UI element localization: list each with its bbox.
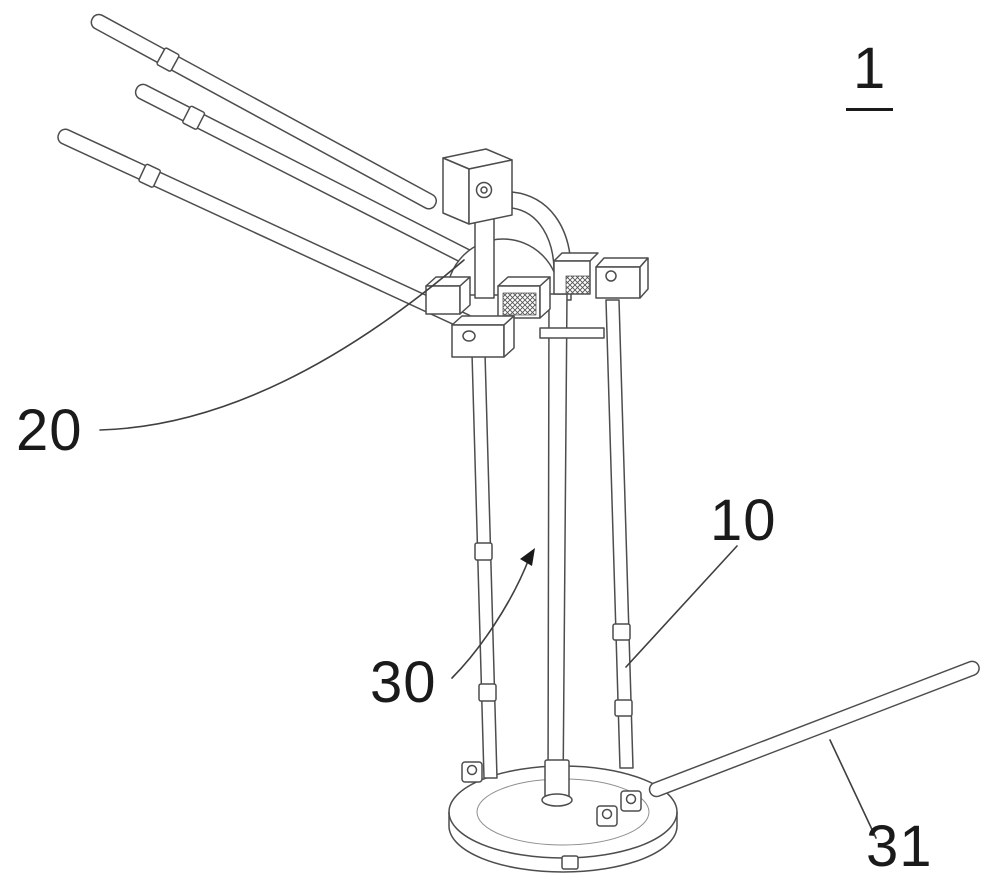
top-hinge-block [442,148,513,225]
pivot-link-bar [474,209,495,299]
base-lug-right [620,790,642,812]
clamp-block-lower-left [451,315,515,358]
side-rod [648,660,980,798]
rod-1-collar [156,47,180,72]
right-leg-joint-2 [614,699,633,717]
clamp-block-left-center [497,276,551,319]
part-label-10: 10 [710,488,777,553]
clamp-block-right [595,257,649,299]
rod-2-collar [182,105,206,130]
leader-line-31 [829,739,877,839]
clamp-bolt-hole-lower [462,330,476,342]
clamp-pad-hatch-2 [565,275,591,295]
hinge-pin [480,186,488,194]
column-base-collar [541,793,573,807]
clamp-block-left [425,276,471,315]
base-lugs [461,761,642,827]
part-label-30: 30 [370,650,437,715]
base-bottom-tab [561,855,579,870]
left-leg-joint-1 [474,542,493,561]
base-lug-left [461,761,483,783]
leader-line-30 [451,555,531,679]
clamp-block-rear [553,252,599,295]
leader-line-20 [99,259,465,431]
clamp-blocks [425,252,649,358]
left-leg [470,317,498,779]
legs [470,293,634,807]
left-leg-joint-2 [478,683,497,702]
part-label-31: 31 [866,814,933,879]
leader-line-10 [625,545,738,668]
leader-lines [99,259,877,839]
leader-arrowhead-30 [520,548,535,566]
clamp-plate [539,327,605,339]
clamp-bolt-hole-right [605,270,617,282]
part-label-20: 20 [16,398,83,463]
base-lug-center [596,805,618,827]
clamp-pad-hatch-1 [502,292,537,316]
support-rod-1 [90,13,437,210]
base-rim [448,812,678,873]
rod-3-collar [138,163,161,188]
right-leg [605,299,634,769]
support-rods [57,13,522,330]
figure-number: 1 [846,40,894,111]
center-column [541,293,573,807]
right-leg-joint-1 [612,623,631,641]
